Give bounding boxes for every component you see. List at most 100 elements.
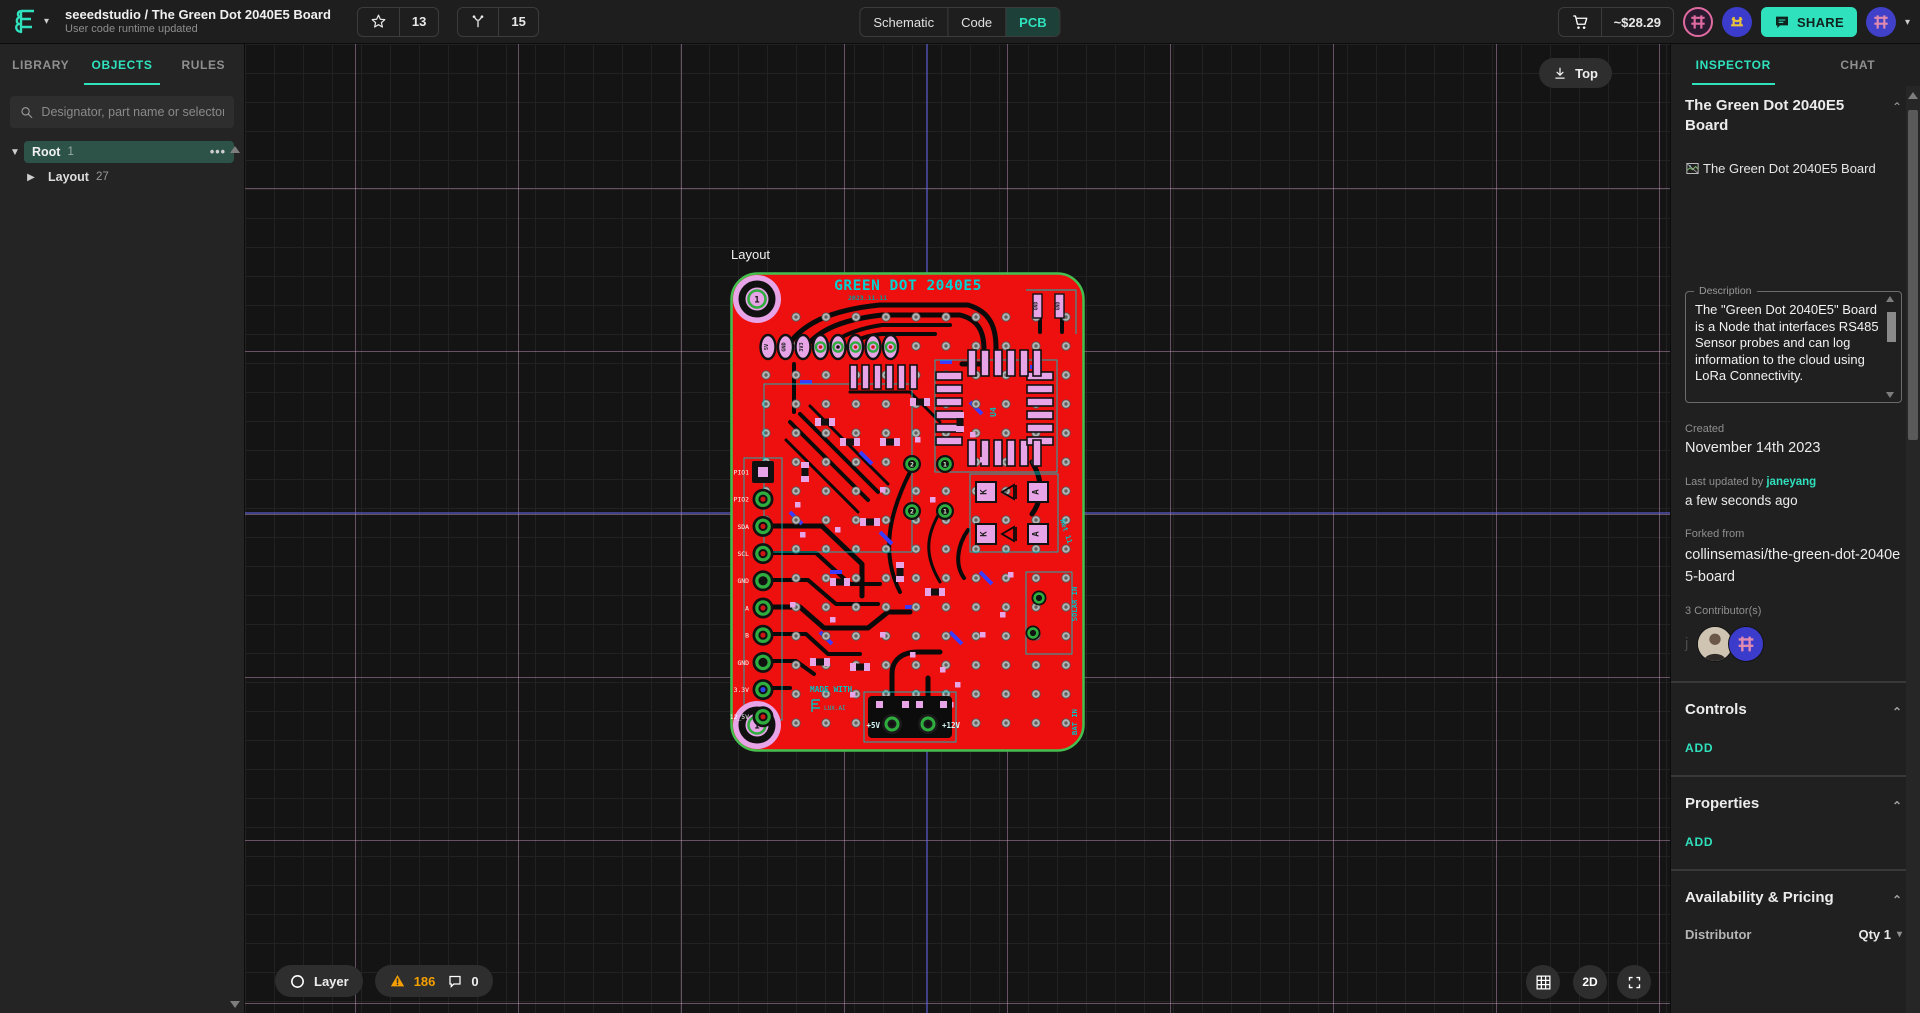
tab-library[interactable]: LIBRARY [12,58,70,72]
star-control: 13 [356,6,440,37]
star-button[interactable] [358,8,399,36]
svg-text:PIO1: PIO1 [734,468,750,476]
fullscreen-button[interactable] [1617,965,1651,999]
svg-text:1: 1 [754,721,759,731]
section-divider [1671,774,1906,777]
search-input[interactable] [41,105,224,119]
description-scrollbar[interactable] [1886,296,1898,398]
collaborator-avatar-2[interactable] [1721,7,1752,37]
sidebar-scroll-down-arrow[interactable] [230,1001,240,1008]
tab-rules[interactable]: RULES [181,58,226,72]
description-text: The "Green Dot 2040E5" Board is a Node t… [1695,302,1879,383]
avatar-glyph-icon [1739,636,1754,651]
svg-text:+12V: +12V [942,721,961,730]
tree-item-layout[interactable]: ▶ Layout 27 [6,165,234,189]
fork-icon [473,14,484,27]
desc-scroll-up-arrow[interactable] [1886,296,1894,302]
description-field[interactable]: Description The "Green Dot 2040E5" Board… [1685,285,1902,403]
layer-selector-button[interactable]: Layer [275,965,363,997]
collaborator-avatar-1[interactable] [1682,7,1713,37]
user-avatar[interactable] [1865,7,1896,37]
layer-circle-icon [291,974,304,988]
ic-bars [849,364,918,390]
broken-image-icon [1686,163,1699,174]
view-2d-button[interactable]: 2D [1573,965,1607,999]
price-estimate[interactable]: ~$28.29 [1600,8,1673,36]
qty-caret-icon: ▾ [1896,928,1902,940]
tab-chat[interactable]: CHAT [1840,58,1876,72]
layer-top-button[interactable]: Top [1539,58,1612,88]
fork-count[interactable]: 15 [498,7,537,36]
svg-text:SOLAR IN: SOLAR IN [1070,587,1079,622]
star-count[interactable]: 13 [398,7,438,36]
svg-text:1: 1 [943,461,947,469]
mode-tabs: Schematic Code PCB [859,7,1061,37]
svg-text:3.3V: 3.3V [734,686,750,694]
collapse-chevron-icon[interactable]: ⌃ [1891,798,1902,813]
forked-from-link[interactable]: collinsemasi/the-green-dot-2040e5-board [1685,547,1901,585]
svg-text:BAT IN: BAT IN [1070,709,1079,735]
svg-text:2023.11.11: 2023.11.11 [848,294,887,302]
desc-scroll-thumb[interactable] [1887,312,1896,342]
svg-text:K: K [980,531,990,537]
contributors-label: 3 Contributor(s) [1685,604,1762,617]
svg-text:K: K [980,489,990,495]
contributor-avatar-flux[interactable] [1728,625,1765,662]
search-icon [21,106,33,118]
cart-button[interactable] [1559,8,1601,36]
panel-scroll-up-arrow[interactable] [1908,92,1918,99]
board-title: The Green Dot 2040E5 Board [1685,97,1845,134]
contributor-avatar-photo[interactable] [1697,625,1734,662]
tab-objects[interactable]: OBJECTS [81,44,162,86]
row-menu-button[interactable]: ••• [209,145,226,159]
svg-text:PIO2: PIO2 [734,496,750,504]
message-icon [1775,16,1788,28]
sidebar-scroll-up-arrow[interactable] [230,146,240,153]
add-control-button[interactable]: ADD [1685,740,1714,755]
share-button[interactable]: SHARE [1760,7,1857,37]
desc-scroll-down-arrow[interactable] [1886,392,1894,398]
svg-text:SCL: SCL [737,550,749,558]
controls-section-header[interactable]: Controls ⌃ [1685,701,1902,719]
add-property-button[interactable]: ADD [1685,834,1714,849]
availability-section-header[interactable]: Availability & Pricing ⌃ [1685,889,1902,907]
comment-count: 0 [471,973,479,989]
qty-selector[interactable]: Qty 1 ▾ [1858,926,1902,942]
scroll-thumb[interactable] [1908,110,1918,440]
cart-control: ~$28.29 [1557,7,1674,37]
chevron-down-icon[interactable]: ▼ [10,146,20,158]
tab-inspector[interactable]: INSPECTOR [1671,44,1796,86]
svg-text:U4: U4 [989,407,998,417]
updated-by-link[interactable]: janeyang [1766,476,1817,488]
grid-settings-button[interactable] [1526,965,1560,999]
mounting-hole: 1 [733,275,781,323]
collapse-chevron-icon[interactable]: ⌃ [1891,100,1902,114]
avatar-glyph-icon [1874,15,1888,29]
tree-item-root[interactable]: ▼ Root 1 ••• [6,140,234,164]
project-title: seeedstudio / The Green Dot 2040E5 Board [65,6,331,22]
tab-pcb[interactable]: PCB [1005,8,1060,36]
grid-icon [1535,974,1551,990]
chevron-right-icon[interactable]: ▶ [27,171,35,183]
collapse-chevron-icon[interactable]: ⌃ [1891,892,1902,907]
user-menu-caret-icon[interactable]: ▾ [1904,16,1910,28]
pcb-traces [760,302,1064,699]
svg-text:1: 1 [943,508,947,516]
svg-text:GND: GND [1034,302,1040,311]
inspector-scrollbar[interactable] [1906,86,1920,1013]
tab-schematic[interactable]: Schematic [873,14,935,30]
collapse-chevron-icon[interactable]: ⌃ [1891,704,1902,719]
fork-button[interactable] [458,8,498,36]
flux-logo-menu[interactable]: ▾ [10,7,49,37]
issues-pill[interactable]: 186 0 [374,965,493,997]
power-connector: +5V+12V [866,696,961,738]
board-object-label[interactable]: Layout [731,247,771,262]
tab-code[interactable]: Code [947,8,1005,36]
properties-section-header[interactable]: Properties ⌃ [1685,795,1902,813]
